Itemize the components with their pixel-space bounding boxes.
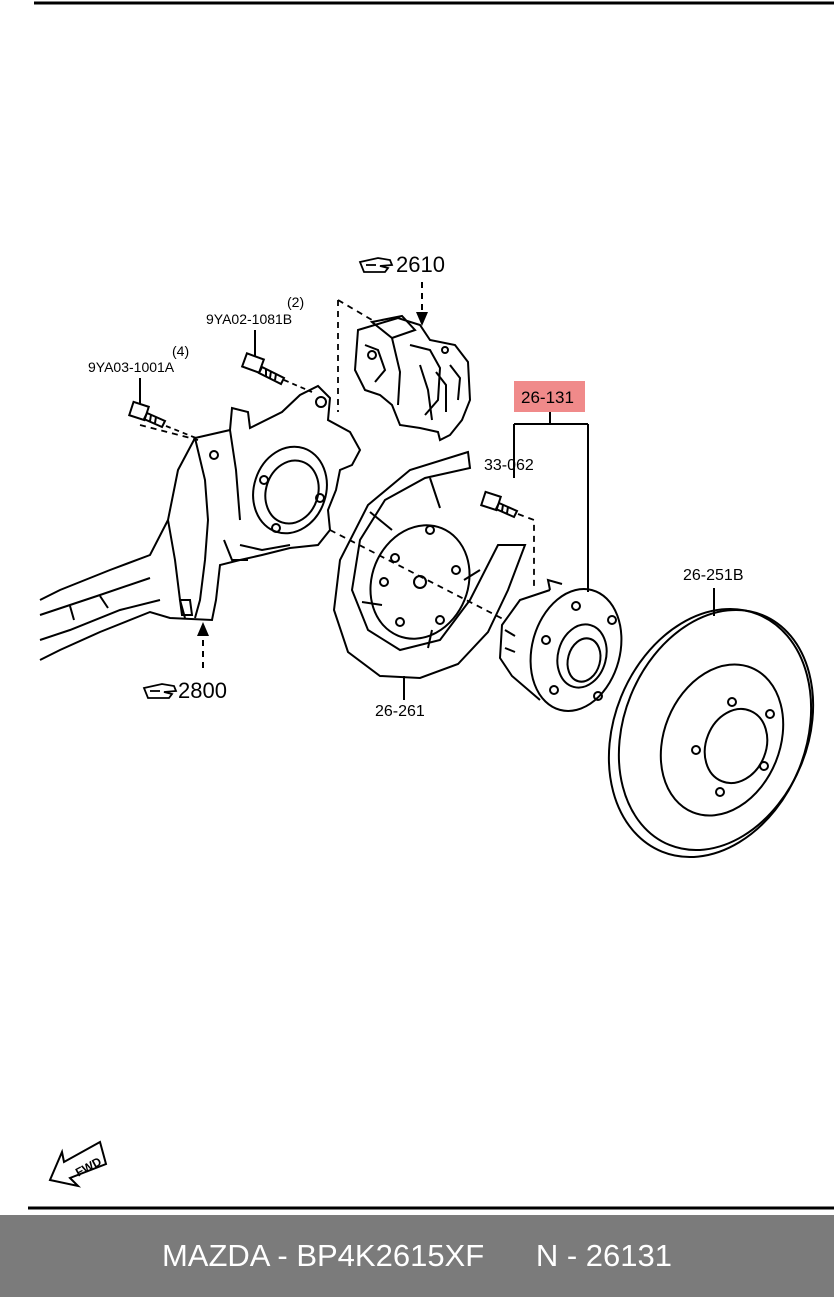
caliper-arrow — [416, 312, 428, 326]
dust-shield-drawing — [332, 450, 527, 680]
hub-assembly-label: 26-131 — [521, 388, 574, 407]
lower-bolt — [127, 400, 167, 429]
knuckle-ref-label: 2800 — [178, 678, 227, 703]
caliper-drawing — [353, 314, 472, 442]
brake-disc-drawing — [607, 607, 815, 859]
parts-diagram: 2610 (2) 9YA02-1081B (4) 9YA03-1001A — [28, 1, 834, 1210]
hub-bolt-dash — [517, 513, 535, 588]
hub-bolt — [479, 490, 519, 519]
brake-disc-label: 26-251B — [683, 567, 744, 584]
upper-bolt — [240, 352, 286, 386]
knuckle-dash-left — [139, 424, 199, 441]
fwd-arrow-icon: FWD — [48, 1140, 108, 1188]
hub-bolt-label: 33-062 — [484, 457, 534, 474]
hub-bracket — [513, 412, 589, 592]
shield-center-dash — [329, 529, 506, 621]
footer-ref-number: N - 26131 — [535, 1238, 672, 1273]
dust-shield-label: 26-261 — [375, 703, 425, 720]
caliper-dash-link — [337, 299, 373, 412]
upper-bolt-part: 9YA02-1081B — [206, 311, 292, 327]
upper-bolt-qty: (2) — [287, 294, 304, 310]
hub-highlight — [514, 381, 585, 412]
knuckle-drawing — [39, 384, 362, 661]
footer-part-number: MAZDA - BP4K2615XF — [161, 1238, 485, 1273]
caliper-ref-label: 2610 — [396, 252, 445, 277]
knuckle-arrow — [197, 622, 209, 636]
pointing-hand-icon — [142, 683, 178, 699]
footer-bar: MAZDA - BP4K2615XF N - 26131 — [0, 1215, 834, 1297]
lower-bolt-qty: (4) — [172, 343, 189, 359]
pointing-hand-icon — [358, 257, 394, 273]
lower-bolt-dash — [165, 425, 197, 439]
hub-drawing — [498, 578, 623, 712]
lower-bolt-part: 9YA03-1001A — [88, 359, 175, 375]
knuckle-reference: 2800 — [142, 678, 227, 703]
footer-spacer — [484, 1238, 536, 1274]
caliper-reference: 2610 — [358, 252, 445, 277]
